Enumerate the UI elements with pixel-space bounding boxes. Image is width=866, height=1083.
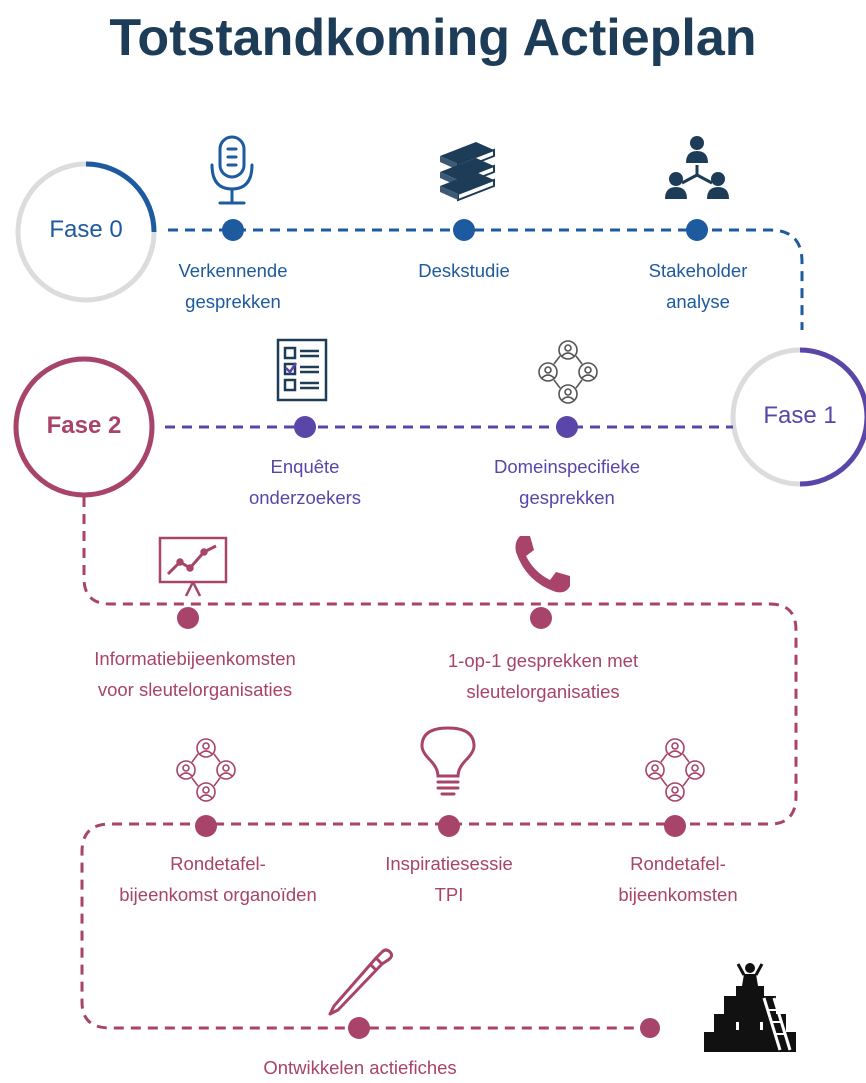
step-label-actiefiches: Ontwikkelen actiefiches (263, 1057, 457, 1078)
fase-0-label: Fase 0 (49, 216, 123, 243)
microphone-icon (210, 135, 254, 205)
lightbulb-icon (420, 726, 476, 796)
page-title: Totstandkoming Actieplan (109, 9, 757, 67)
node-deskstudie (453, 219, 475, 241)
node-een-op-een (530, 607, 552, 629)
phone-icon (515, 536, 570, 593)
presentation-chart-icon (158, 536, 228, 597)
node-rondetafel (664, 815, 686, 837)
fase-2-ring (13, 356, 155, 498)
node-end (640, 1018, 660, 1038)
fase-2-connector (80, 497, 798, 1030)
pen-icon (328, 948, 394, 1016)
node-stakeholder (686, 219, 708, 241)
checklist-icon (276, 338, 328, 402)
step-label-rondetafel-org: Rondetafel-bijeenkomst organoïden (119, 853, 317, 905)
fase-0-connector (168, 228, 804, 330)
node-enquete (294, 416, 316, 438)
books-icon (440, 142, 495, 202)
fase-1-ring (730, 347, 866, 487)
org-chart-icon (665, 136, 729, 199)
fase-1-label: Fase 1 (763, 402, 837, 429)
podium-climber-icon (704, 963, 796, 1052)
people-network-icon (645, 738, 705, 802)
people-network-icon (176, 738, 236, 802)
fase-0-ring (15, 161, 157, 303)
fase-2-label: Fase 2 (46, 412, 122, 439)
people-network-icon (538, 340, 598, 404)
node-rondetafel-org (195, 815, 217, 837)
node-actiefiches (348, 1017, 370, 1039)
node-verkennende (222, 219, 244, 241)
node-domein (556, 416, 578, 438)
node-informatie (177, 607, 199, 629)
node-inspiratie (438, 815, 460, 837)
step-label-rondetafel: Rondetafel-bijeenkomsten (618, 853, 738, 905)
step-label-deskstudie: Deskstudie (418, 260, 510, 281)
